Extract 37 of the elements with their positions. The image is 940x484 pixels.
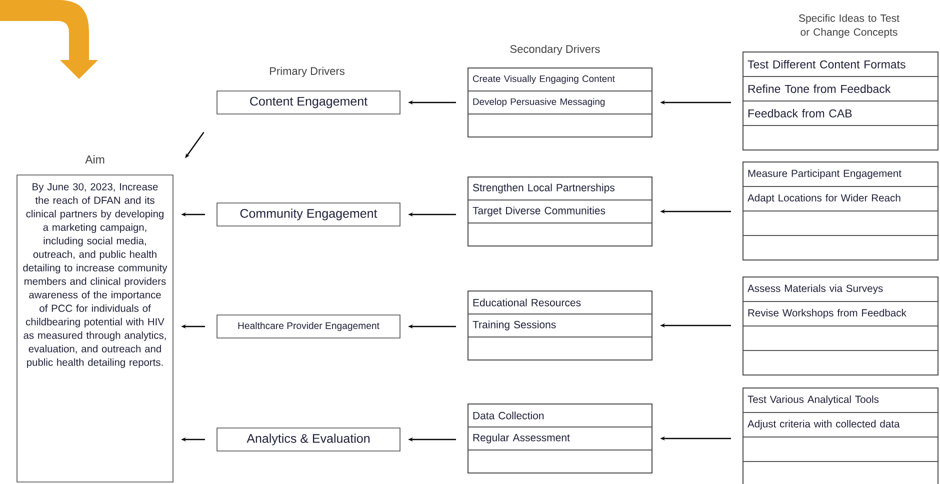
column-heading: Specific Ideas to Test or Change Concepts bbox=[798, 14, 900, 38]
table-row: Adapt Locations for Wider Reach bbox=[742, 186, 938, 212]
table-row bbox=[742, 125, 938, 150]
table-row: Assess Materials via Surveys bbox=[742, 276, 938, 302]
table-row bbox=[742, 235, 938, 260]
driver-box: Analytics & Evaluation bbox=[216, 428, 400, 452]
table-row bbox=[742, 461, 938, 484]
table-row: Data Collection bbox=[468, 404, 652, 428]
table-row bbox=[468, 222, 652, 246]
table-row: Strengthen Local Partnerships bbox=[468, 176, 652, 200]
table-row: Regular Assessment bbox=[468, 426, 652, 450]
table-row bbox=[468, 336, 652, 360]
table-row bbox=[742, 326, 938, 351]
table-row: Training Sessions bbox=[468, 314, 652, 338]
table-row: Refine Tone from Feedback bbox=[742, 76, 938, 102]
column-heading: Primary Drivers bbox=[270, 66, 344, 78]
table-row bbox=[468, 114, 652, 138]
table-row bbox=[742, 350, 938, 376]
column-heading: Secondary Drivers bbox=[510, 44, 600, 56]
table-row: Test Different Content Formats bbox=[742, 52, 938, 77]
table-row: Educational Resources bbox=[468, 290, 652, 314]
table-row bbox=[468, 450, 652, 474]
aim-box: By June 30, 2023, Increase the reach of DFAN and its clinical partners by developing a marketing campaign, including social media, outreach, and public health detailing to increase community members and clinical providers awareness of the importance of PCC for individuals of childbearing potential with HIV as measured through analytics, evaluation, and outreach and public health detailing reports. bbox=[16, 174, 174, 482]
driver-box: Community Engagement bbox=[216, 202, 400, 226]
table-row: Adjust criteria with collected data bbox=[742, 412, 938, 438]
table-row: Create Visually Engaging Content bbox=[468, 68, 652, 92]
table-row: Measure Participant Engagement bbox=[742, 162, 938, 187]
table-row: Test Various Analytical Tools bbox=[742, 388, 938, 413]
table-row bbox=[742, 436, 938, 462]
table-row: Feedback from CAB bbox=[742, 100, 938, 126]
driver-box: Content Engagement bbox=[216, 90, 400, 114]
driver-box: Healthcare Provider Engagement bbox=[216, 314, 400, 338]
table-row: Target Diverse Communities bbox=[468, 200, 652, 224]
table-row bbox=[742, 210, 938, 236]
table-row: Develop Persuasive Messaging bbox=[468, 90, 652, 114]
aim-heading: Aim bbox=[85, 155, 104, 164]
table-row: Revise Workshops from Feedback bbox=[742, 301, 938, 326]
